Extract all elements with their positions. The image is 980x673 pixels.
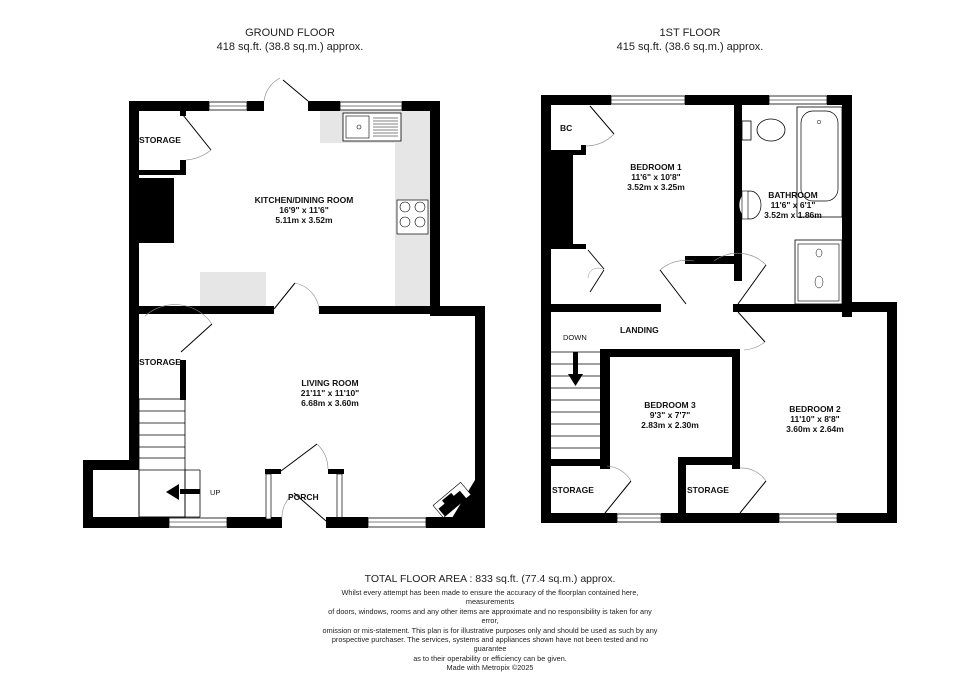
room-dims-metric: 3.60m x 2.64m [786,424,844,434]
stairs-up-label: UP [210,488,221,497]
room-dims-metric: 3.52m x 3.25m [627,182,685,192]
room-dims-imperial: 21'11" x 11'10" [300,388,360,398]
disclaimer-line: omission or mis-statement. This plan is … [322,625,658,635]
storage-label-left: STORAGE [552,485,594,495]
room-dims-metric: 2.83m x 2.30m [641,420,699,430]
storage-label-stairs: STORAGE [139,357,181,367]
room-dims-imperial: 9'3" x 7'7" [649,410,691,420]
room-dims-metric: 5.11m x 3.52m [275,215,333,225]
room-dims-imperial: 16'9" x 11'6" [279,205,329,215]
room-name: BEDROOM 2 [789,404,841,414]
first-floor-plan [541,95,897,523]
room-dims-metric: 3.52m x 1.86m [764,210,822,220]
floorplan-drawing [83,77,897,528]
room-dims-metric: 6.68m x 3.60m [301,398,359,408]
ground-floor-title: GROUND FLOOR [245,27,335,39]
disclaimer-line: prospective purchaser. The services, sys… [331,635,649,654]
bedroom-2-label: BEDROOM 2 11'10" x 8'8" 3.60m x 2.64m [786,404,844,434]
disclaimer-line: Whilst every attempt has been made to en… [341,588,639,607]
storage-label-middle: STORAGE [687,485,729,495]
room-dims-imperial: 11'10" x 8'8" [790,414,840,424]
landing-label: LANDING [620,325,659,335]
total-floor-area: TOTAL FLOOR AREA : 833 sq.ft. (77.4 sq.m… [364,573,616,585]
ground-floor-heading: GROUND FLOOR 418 sq.ft. (38.8 sq.m.) app… [190,26,390,54]
room-name: KITCHEN/DINING ROOM [254,195,354,205]
first-floor-heading: 1ST FLOOR 415 sq.ft. (38.6 sq.m.) approx… [590,26,790,54]
storage-label-kitchen: STORAGE [139,135,181,145]
disclaimer-line: as to their operability or efficiency ca… [413,653,567,663]
disclaimer: Whilst every attempt has been made to en… [320,588,660,663]
room-dims-imperial: 11'6" x 10'8" [631,172,681,182]
bc-label: BC [560,123,573,133]
stairs-down-label: DOWN [563,333,587,342]
credit: Made with Metropix ©2025 [446,663,534,673]
room-name: BEDROOM 3 [644,400,696,410]
porch-label: PORCH [288,492,319,502]
footer: TOTAL FLOOR AREA : 833 sq.ft. (77.4 sq.m… [320,573,660,673]
room-name: BATHROOM [768,190,818,200]
bedroom-1-label: BEDROOM 1 11'6" x 10'8" 3.52m x 3.25m [627,162,685,192]
room-name: LIVING ROOM [301,378,359,388]
room-name: BEDROOM 1 [630,162,682,172]
bathroom-label: BATHROOM 11'6" x 6'1" 3.52m x 1.86m [764,190,822,220]
ground-floor-plan [83,77,485,528]
living-room-label: LIVING ROOM 21'11" x 11'10" 6.68m x 3.60… [301,378,359,408]
ground-floor-area: 418 sq.ft. (38.8 sq.m.) approx. [216,41,364,53]
first-floor-title: 1ST FLOOR [659,27,721,39]
disclaimer-line: of doors, windows, rooms and any other i… [328,606,652,626]
kitchen-dining-room-label: KITCHEN/DINING ROOM 16'9" x 11'6" 5.11m … [255,195,354,225]
bedroom-3-label: BEDROOM 3 9'3" x 7'7" 2.83m x 2.30m [641,400,699,430]
first-floor-area: 415 sq.ft. (38.6 sq.m.) approx. [616,41,764,53]
room-dims-imperial: 11'6" x 6'1" [770,200,816,210]
